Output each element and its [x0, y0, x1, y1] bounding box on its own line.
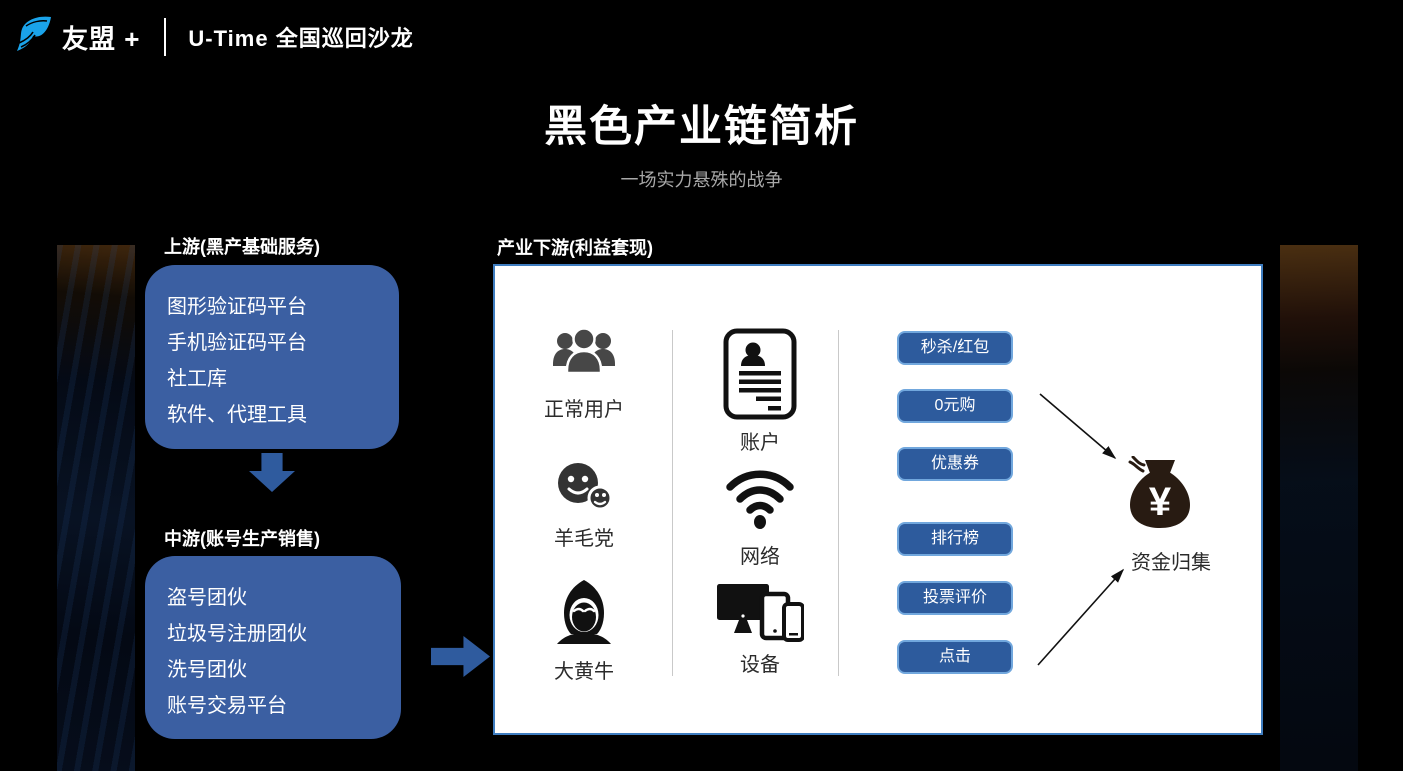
actor-users-label-wrap: 正常用户	[504, 393, 664, 422]
midstream-item: 洗号团伙	[167, 659, 247, 681]
actor-label: 羊毛党	[554, 528, 614, 550]
column-divider	[672, 330, 673, 676]
actor-users	[504, 326, 664, 385]
tactic-chip-coupon: 优惠券	[897, 447, 1013, 481]
midstream-label: 中游(账号生产销售)	[164, 529, 320, 549]
resource-label: 账户	[740, 432, 780, 454]
actor-wool-party	[504, 460, 664, 519]
column-divider	[838, 330, 839, 676]
background-photo-left	[57, 245, 135, 771]
upstream-label: 上游(黑产基础服务)	[164, 237, 320, 257]
funds-sink-label: 资金归集	[1131, 552, 1211, 574]
upstream-box: 图形验证码平台 手机验证码平台 社工库 软件、代理工具	[145, 265, 399, 449]
background-photo-right	[1280, 245, 1358, 771]
actor-scalper	[504, 578, 664, 653]
resource-network	[680, 466, 840, 535]
upstream-item: 图形验证码平台	[167, 296, 307, 318]
midstream-box: 盗号团伙 垃圾号注册团伙 洗号团伙 账号交易平台	[145, 556, 401, 739]
actor-label: 正常用户	[544, 399, 624, 421]
tactic-chip-zero-yuan: 0元购	[897, 389, 1013, 423]
upstream-item: 软件、代理工具	[167, 404, 307, 426]
event-title: U-Time 全国巡回沙龙	[188, 26, 414, 51]
arrow-to-funds-top	[1039, 393, 1117, 460]
arrow-to-funds-bottom	[1037, 568, 1125, 666]
brand-name: 友盟 +	[62, 23, 141, 54]
arrow-down-icon	[249, 453, 295, 492]
users-group-icon	[551, 326, 617, 385]
money-bag-icon: ¥	[1127, 455, 1193, 535]
resource-account	[680, 328, 840, 425]
midstream-item: 垃圾号注册团伙	[167, 623, 307, 645]
resource-label: 网络	[740, 546, 780, 568]
yuan-symbol: ¥	[1149, 480, 1172, 524]
actor-label: 大黄牛	[554, 661, 614, 683]
header: 友盟 + U-Time 全国巡回沙龙	[14, 14, 414, 60]
actor-wool-label-wrap: 羊毛党	[504, 522, 664, 551]
arrow-right-icon	[431, 636, 490, 677]
downstream-panel: 正常用户 羊毛党	[493, 264, 1263, 735]
midstream-item: 盗号团伙	[167, 587, 247, 609]
downstream-label: 产业下游(利益套现)	[497, 238, 653, 258]
hooded-scalper-icon	[553, 578, 615, 653]
resource-devices	[680, 582, 840, 649]
actor-scalper-label-wrap: 大黄牛	[504, 655, 664, 684]
midstream-item: 账号交易平台	[167, 695, 287, 717]
tactic-chip-ranking: 排行榜	[897, 522, 1013, 556]
tactic-chip-seckill: 秒杀/红包	[897, 331, 1013, 365]
umeng-bird-icon	[14, 16, 54, 59]
page-subtitle: 一场实力悬殊的战争	[620, 170, 783, 190]
page-title: 黑色产业链简析	[544, 103, 859, 151]
funds-sink: ¥	[1080, 455, 1240, 535]
devices-icon	[716, 582, 805, 649]
smileys-icon	[555, 460, 613, 519]
tactic-chip-voting: 投票评价	[897, 581, 1013, 615]
header-divider	[164, 18, 167, 56]
upstream-item: 社工库	[167, 368, 227, 390]
id-card-icon	[723, 328, 797, 425]
upstream-item: 手机验证码平台	[167, 332, 307, 354]
resource-network-label-wrap: 网络	[680, 540, 840, 569]
resource-account-label-wrap: 账户	[680, 426, 840, 455]
wifi-icon	[724, 466, 796, 535]
resource-label: 设备	[740, 654, 780, 676]
tactic-chip-click: 点击	[897, 640, 1013, 674]
resource-devices-label-wrap: 设备	[680, 648, 840, 677]
